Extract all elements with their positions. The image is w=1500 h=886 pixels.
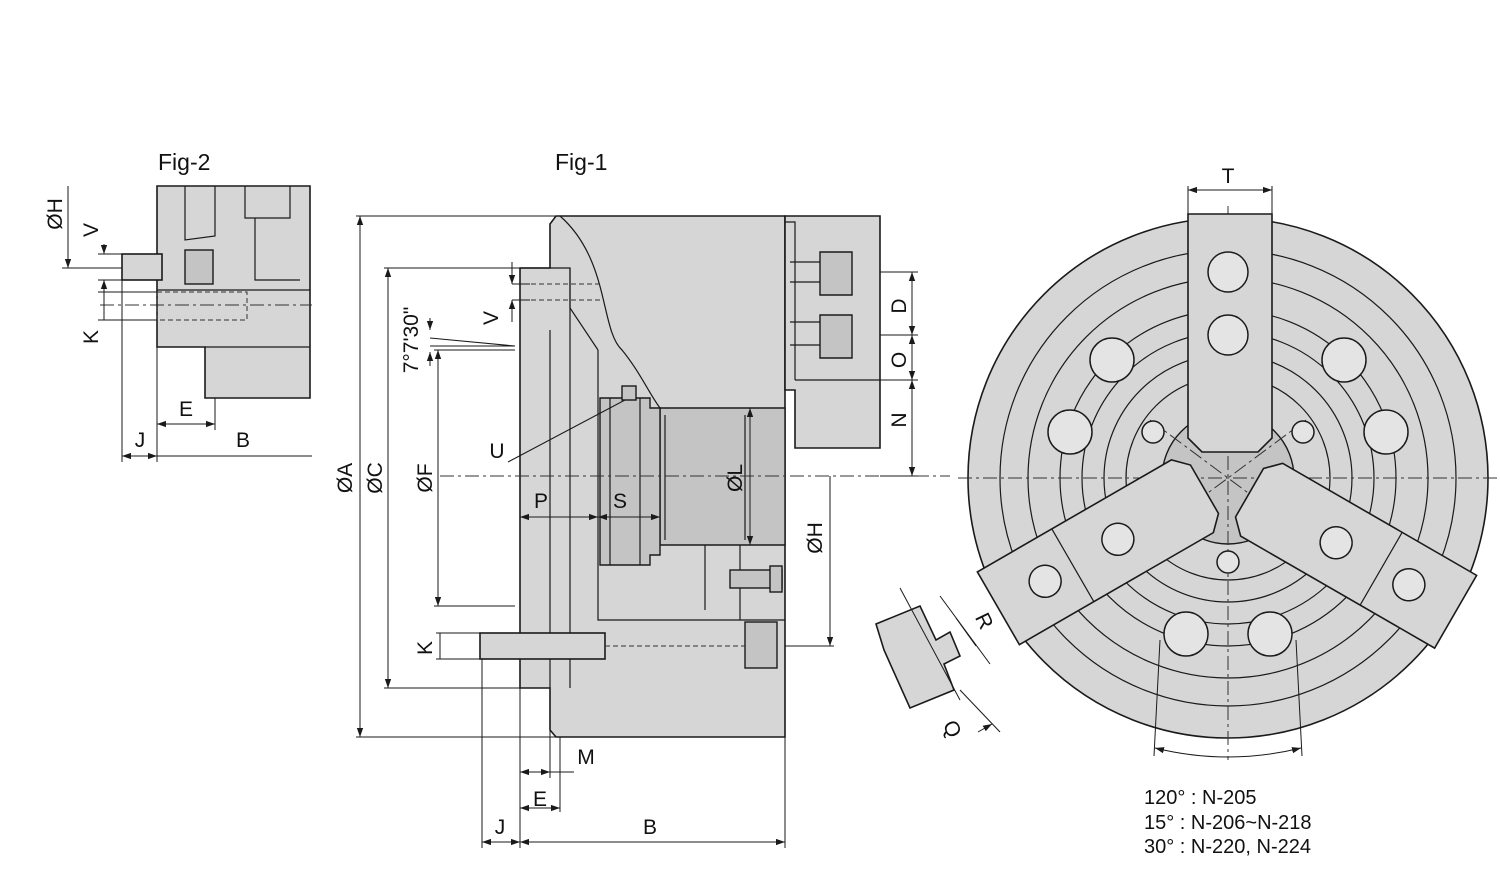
fig2-v-label: V: [80, 223, 103, 237]
front-q-label: Q: [938, 717, 966, 742]
fig1-k-label: K: [414, 641, 437, 655]
fig1-mounting-bolt: [479, 632, 606, 660]
fig1-dia-f-label: ØF: [414, 463, 437, 492]
fig1-e-label: E: [533, 788, 547, 811]
fig1-draw-nut: [599, 397, 661, 566]
fig1-title: Fig-1: [555, 149, 607, 175]
front-mount-bolt: [1363, 409, 1409, 455]
fig2-pin: [121, 253, 163, 281]
fig2-j-label: J: [135, 429, 146, 452]
front-mount-bolt: [1247, 611, 1293, 657]
fig1-b-label: B: [643, 816, 657, 839]
fig1-j-label: J: [495, 816, 506, 839]
front-mount-bolt: [1163, 611, 1209, 657]
fig2-k-label: K: [80, 330, 103, 344]
front-mount-bolt: [1321, 337, 1367, 383]
jaw-serration-detail: R Q: [875, 587, 1001, 742]
note-line-2: 15° : N-206~N-218: [1144, 812, 1312, 834]
front-t-label: T: [1222, 165, 1235, 188]
fig2-dia-h-label: ØH: [44, 198, 67, 230]
front-jaw-bolt: [1207, 314, 1249, 356]
front-jaw-bolt: [1207, 251, 1249, 293]
front-mount-bolt: [1089, 337, 1135, 383]
fig1-n-label: N: [888, 412, 911, 427]
fig2-title: Fig-2: [158, 149, 210, 175]
fig1-dia-a-label: ØA: [334, 463, 357, 493]
fig1-dia-c-label: ØC: [364, 462, 387, 494]
fig2-view: Fig-2 ØH V K E J B: [44, 149, 312, 462]
fig1-o-label: O: [888, 352, 911, 368]
fig1-p-label: P: [534, 490, 548, 513]
fig1-dia-h-label: ØH: [804, 522, 827, 554]
note-line-3: 30° : N-220, N-224: [1144, 836, 1311, 858]
fig2-b-label: B: [236, 429, 250, 452]
fig1-d-label: D: [888, 298, 911, 313]
fig1-dia-l-label: ØL: [724, 464, 747, 492]
fig1-v-label: V: [480, 311, 503, 325]
fig1-s-label: S: [613, 490, 627, 513]
fig1-u-label: U: [489, 440, 504, 463]
fig1-view: Fig-1 ØA: [334, 149, 950, 848]
front-view: T R Q 120° : N-205 15° : N-206~N-218 30°…: [875, 165, 1498, 858]
fig2-e-label: E: [179, 398, 193, 421]
front-r-label: R: [970, 609, 997, 633]
front-mount-bolt: [1047, 409, 1093, 455]
front-jaw-right: [976, 459, 1220, 646]
fig1-angle-label: 7°7'30": [400, 307, 423, 374]
front-jaw-left: [1234, 462, 1478, 650]
fig1-m-label: M: [577, 746, 595, 769]
note-line-1: 120° : N-205: [1144, 787, 1257, 809]
